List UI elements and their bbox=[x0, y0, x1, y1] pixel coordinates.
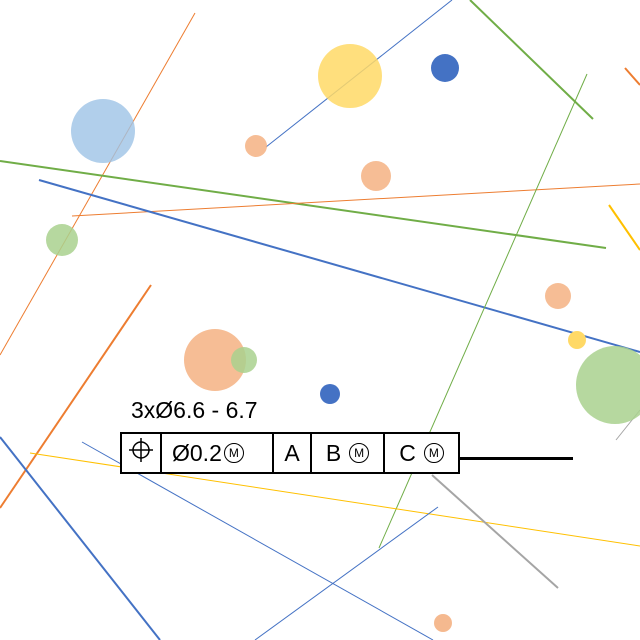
green-circle bbox=[576, 346, 640, 424]
datum-a-cell: A bbox=[274, 434, 312, 472]
blue-line bbox=[81, 441, 434, 640]
peach-circle bbox=[245, 135, 267, 157]
peach-circle bbox=[545, 283, 571, 309]
position-icon bbox=[128, 437, 154, 469]
peach-circle bbox=[361, 161, 391, 191]
green-line bbox=[469, 0, 594, 120]
blue-dot bbox=[320, 384, 340, 404]
leader-line bbox=[459, 457, 573, 460]
feature-control-frame: Ø0.2 M A B M C M bbox=[120, 432, 460, 474]
blue-line bbox=[254, 506, 439, 640]
mmc-modifier-icon: M bbox=[223, 443, 244, 463]
yellow-circle bbox=[318, 44, 382, 108]
yellow-line bbox=[608, 204, 640, 251]
green-line bbox=[378, 73, 588, 549]
blue-line bbox=[38, 179, 640, 353]
blue-dot bbox=[431, 54, 459, 82]
orange-line bbox=[624, 67, 640, 86]
datum-c-label: C bbox=[399, 439, 416, 466]
green-line bbox=[0, 160, 607, 249]
peach-dot bbox=[434, 614, 452, 632]
yellow-dot bbox=[568, 331, 586, 349]
light-blue-circle bbox=[71, 99, 135, 163]
green-circle bbox=[231, 347, 257, 373]
position-symbol-cell bbox=[122, 434, 162, 472]
datum-b-cell: B M bbox=[312, 434, 385, 472]
mmc-modifier-icon: M bbox=[349, 443, 370, 463]
tolerance-cell: Ø0.2 M bbox=[162, 434, 274, 472]
orange-line bbox=[0, 12, 196, 356]
hole-spec-label: 3xØ6.6 - 6.7 bbox=[131, 397, 258, 423]
blue-line bbox=[0, 436, 161, 640]
tolerance-value: Ø0.2 bbox=[172, 439, 222, 466]
peach-circle bbox=[184, 329, 246, 391]
datum-b-label: B bbox=[325, 439, 342, 466]
orange-line bbox=[0, 284, 152, 509]
orange-line bbox=[71, 183, 640, 217]
datum-a-label: A bbox=[284, 439, 300, 466]
decorative-circles bbox=[46, 44, 640, 632]
mmc-modifier-icon: M bbox=[423, 443, 444, 463]
green-circle bbox=[46, 224, 78, 256]
gray-line bbox=[431, 474, 559, 589]
datum-c-cell: C M bbox=[385, 434, 458, 472]
